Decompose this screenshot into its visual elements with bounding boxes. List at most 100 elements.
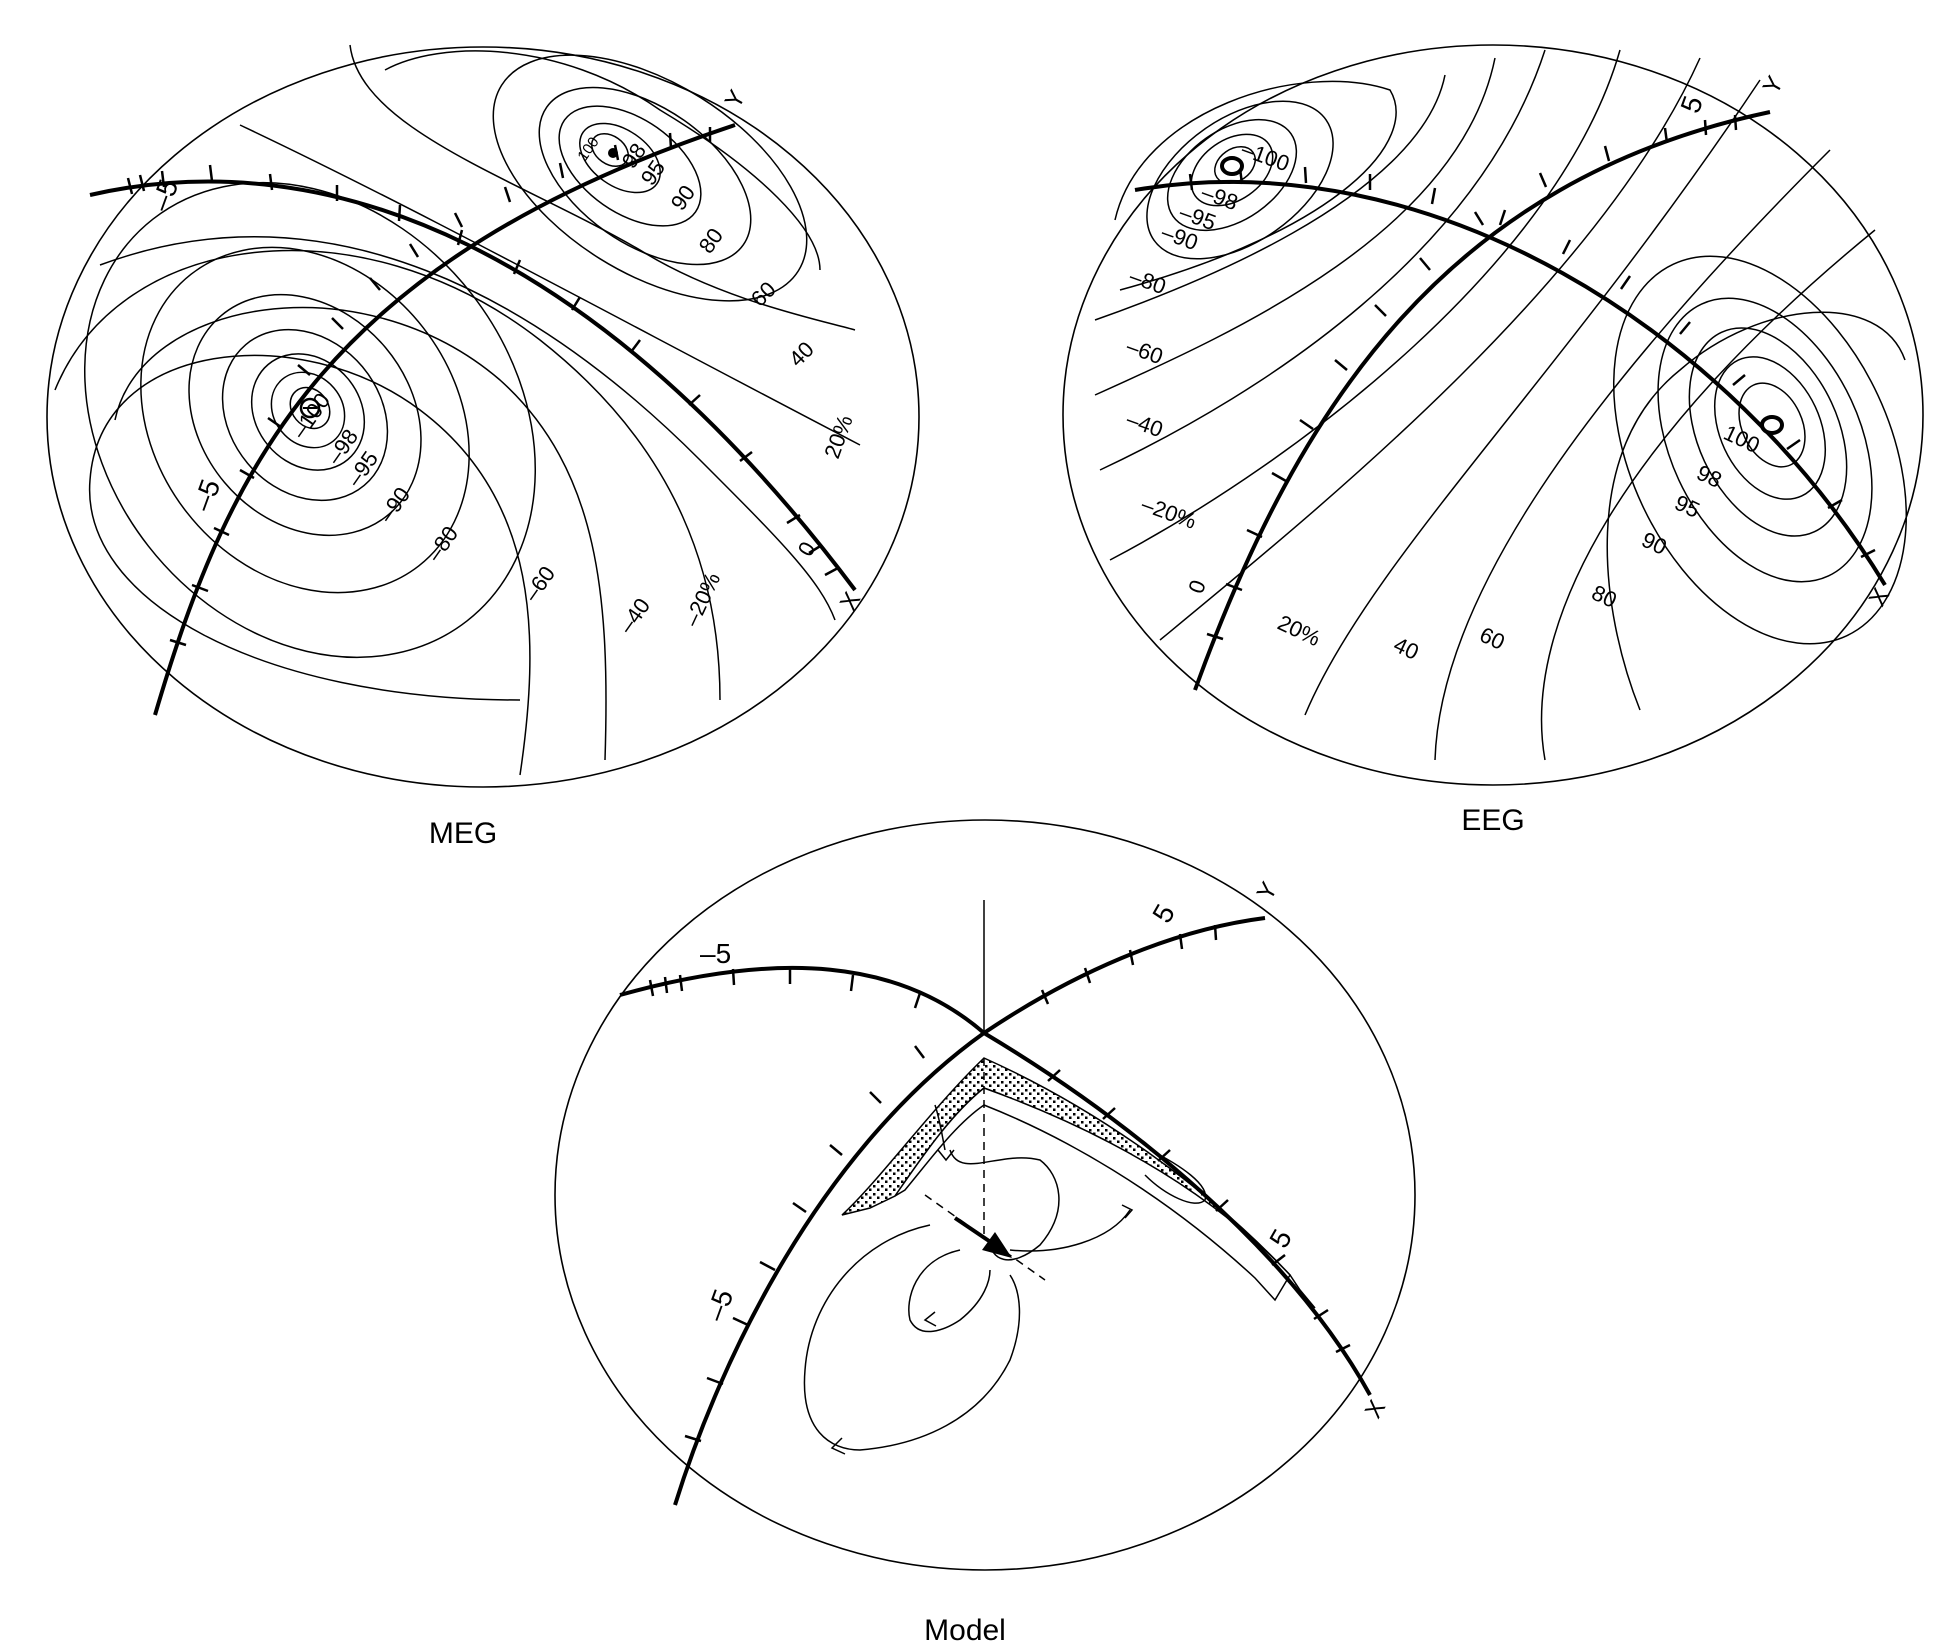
eeg-contour-label: 98 — [1693, 460, 1726, 493]
eeg-panel: X Y 5 –100 –98 –95 –90 –80 –60 –40 –20% … — [1062, 44, 1924, 837]
meg-tick — [138, 174, 146, 192]
meg-contour-label: 20% — [819, 412, 858, 462]
meg-tick — [267, 416, 282, 429]
eeg-contour — [1166, 118, 1298, 232]
meg-tick — [369, 277, 381, 291]
model-tick — [1271, 1254, 1286, 1266]
eeg-tick — [1498, 209, 1507, 226]
eeg-contour — [1606, 311, 1906, 711]
meg-contour — [270, 371, 346, 449]
eeg-tick — [1430, 187, 1437, 205]
model-tick — [648, 979, 655, 997]
meg-tick — [268, 173, 274, 191]
model-tick — [1335, 1343, 1351, 1354]
meg-contour-label: 80 — [694, 223, 729, 257]
eeg-contour-label: –60 — [1123, 333, 1166, 369]
meg-tick — [503, 186, 512, 203]
model-tick — [829, 1144, 843, 1156]
model-scale-label: –5 — [700, 938, 731, 969]
eeg-tick — [1246, 528, 1263, 539]
model-tick — [1215, 1199, 1229, 1212]
meg-contour-label: 100 — [574, 134, 602, 164]
eeg-tick — [1733, 114, 1738, 131]
model-field-line — [934, 1104, 946, 1151]
meg-title: MEG — [429, 817, 497, 850]
meg-tick — [331, 317, 344, 330]
eeg-contour — [1540, 229, 1876, 761]
meg-scale-label: –5 — [187, 475, 227, 515]
model-dipole-shaft — [953, 1216, 997, 1247]
eeg-tick — [1732, 374, 1746, 386]
eeg-tick — [1679, 321, 1691, 335]
meg-tick — [208, 164, 214, 182]
eeg-scale-label: 5 — [1675, 92, 1709, 117]
eeg-contour-label: 80 — [1588, 580, 1621, 613]
model-field-lines — [803, 1104, 1131, 1451]
eeg-negative-pole — [1220, 156, 1244, 176]
meg-y-axis — [153, 123, 736, 716]
model-tick — [1102, 1107, 1116, 1120]
meg-tick — [688, 394, 701, 406]
eeg-tick — [1603, 145, 1611, 162]
model-field-arrows — [830, 1149, 1134, 1455]
meg-y-axis-ticks — [169, 127, 712, 647]
model-axis-y-label: Y — [1252, 878, 1283, 905]
model-tick — [731, 968, 736, 986]
eeg-tick — [1860, 548, 1876, 559]
meg-tick — [512, 259, 522, 275]
meg-contour — [188, 293, 422, 537]
eeg-positive-pole — [1760, 415, 1784, 435]
eeg-tick — [1663, 127, 1669, 144]
meg-contour — [384, 50, 821, 271]
eeg-contour-label: 0 — [1183, 577, 1211, 597]
model-field-arrow — [937, 1149, 955, 1162]
meg-tick — [456, 229, 464, 246]
eeg-contour-label: 40 — [1390, 632, 1423, 665]
meg-tick — [808, 543, 823, 555]
model-tick — [1313, 1308, 1329, 1321]
meg-contour — [349, 44, 856, 331]
eeg-x-axis-ticks — [1188, 166, 1876, 559]
model-field-arrow — [923, 1311, 937, 1327]
meg-tick — [213, 526, 230, 537]
meg-tick — [630, 339, 641, 353]
meg-x-axis-ticks — [126, 164, 839, 577]
meg-tick — [739, 451, 753, 462]
model-field-line — [803, 1224, 1021, 1451]
meg-contour — [140, 246, 470, 594]
eeg-contour — [1738, 382, 1806, 468]
model-dipole — [953, 1216, 1012, 1258]
eeg-contour-label: –100 — [1238, 136, 1293, 176]
meg-x-axis — [89, 179, 857, 592]
model-tick — [914, 1045, 925, 1059]
model-sulcus — [1144, 1149, 1207, 1204]
meg-contour-labels: 100 98 95 90 80 60 40 20% 0 –20% –40 –60… — [287, 134, 858, 638]
meg-axis-x-label: X — [835, 588, 866, 615]
model-tick — [732, 1316, 749, 1327]
eeg-contour — [1109, 49, 1621, 561]
eeg-tick — [1473, 211, 1485, 226]
meg-contour-label: 40 — [784, 337, 819, 372]
model-tick — [684, 1434, 702, 1443]
eeg-tick — [1299, 418, 1314, 431]
eeg-tick — [1374, 304, 1387, 317]
model-axis-x-label: X — [1360, 1396, 1391, 1423]
eeg-contour — [1657, 297, 1873, 583]
model-y-axis — [673, 916, 1266, 1506]
eeg-tick — [1619, 275, 1632, 290]
eeg-contour — [1094, 57, 1496, 396]
meg-tick — [786, 513, 801, 525]
model-axes — [619, 916, 1372, 1506]
model-panel: X Y –5 5 5 –5 Model — [554, 819, 1416, 1647]
eeg-x-axis — [1134, 180, 1887, 587]
model-field-arrow — [1121, 1204, 1134, 1219]
eeg-contour — [1146, 100, 1334, 260]
model-y-axis-ticks — [684, 924, 1218, 1443]
meg-head-outline — [46, 46, 920, 788]
model-scale-label: 5 — [1263, 1224, 1298, 1253]
eeg-contour — [1114, 80, 1397, 291]
eeg-contour — [1214, 146, 1256, 184]
model-tick — [1178, 933, 1184, 950]
model-tick — [1128, 949, 1135, 966]
eeg-contour-label: –40 — [1123, 406, 1166, 442]
